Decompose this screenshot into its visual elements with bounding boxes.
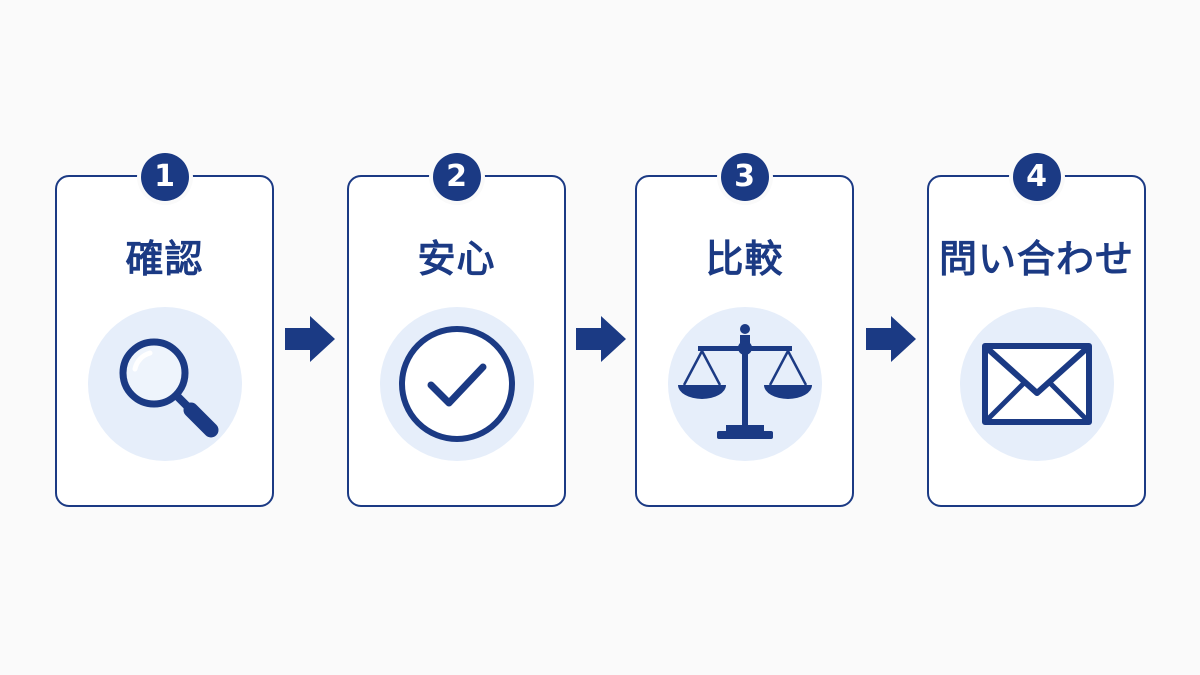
step-icon-background-2 xyxy=(379,307,534,461)
step-number-badge-4: 4 xyxy=(1012,153,1061,201)
step-number-badge-3: 3 xyxy=(720,153,769,201)
check-circle-icon xyxy=(398,326,515,442)
step-card-3: 3 比較 xyxy=(635,153,854,507)
step-title-3: 比較 xyxy=(705,237,784,281)
flow-arrow-1 xyxy=(285,316,335,362)
step-number-badge-1: 1 xyxy=(140,153,189,201)
step-card-2: 2 安心 xyxy=(347,153,566,507)
envelope-icon xyxy=(981,343,1092,425)
step-icon-background-4 xyxy=(959,307,1114,461)
balance-scale-icon xyxy=(677,324,812,439)
step-title-4: 問い合わせ xyxy=(938,237,1134,281)
step-number-badge-2: 2 xyxy=(432,153,481,201)
step-title-1: 確認 xyxy=(125,237,204,281)
step-card-4: 4 問い合わせ xyxy=(927,153,1146,507)
step-card-1: 1 確認 xyxy=(55,153,274,507)
step-icon-background-1 xyxy=(87,307,242,461)
flow-arrow-3 xyxy=(866,316,916,362)
flow-arrow-2 xyxy=(576,316,626,362)
step-icon-background-3 xyxy=(667,307,822,461)
step-title-2: 安心 xyxy=(417,237,496,281)
magnifying-glass-icon xyxy=(119,338,218,438)
